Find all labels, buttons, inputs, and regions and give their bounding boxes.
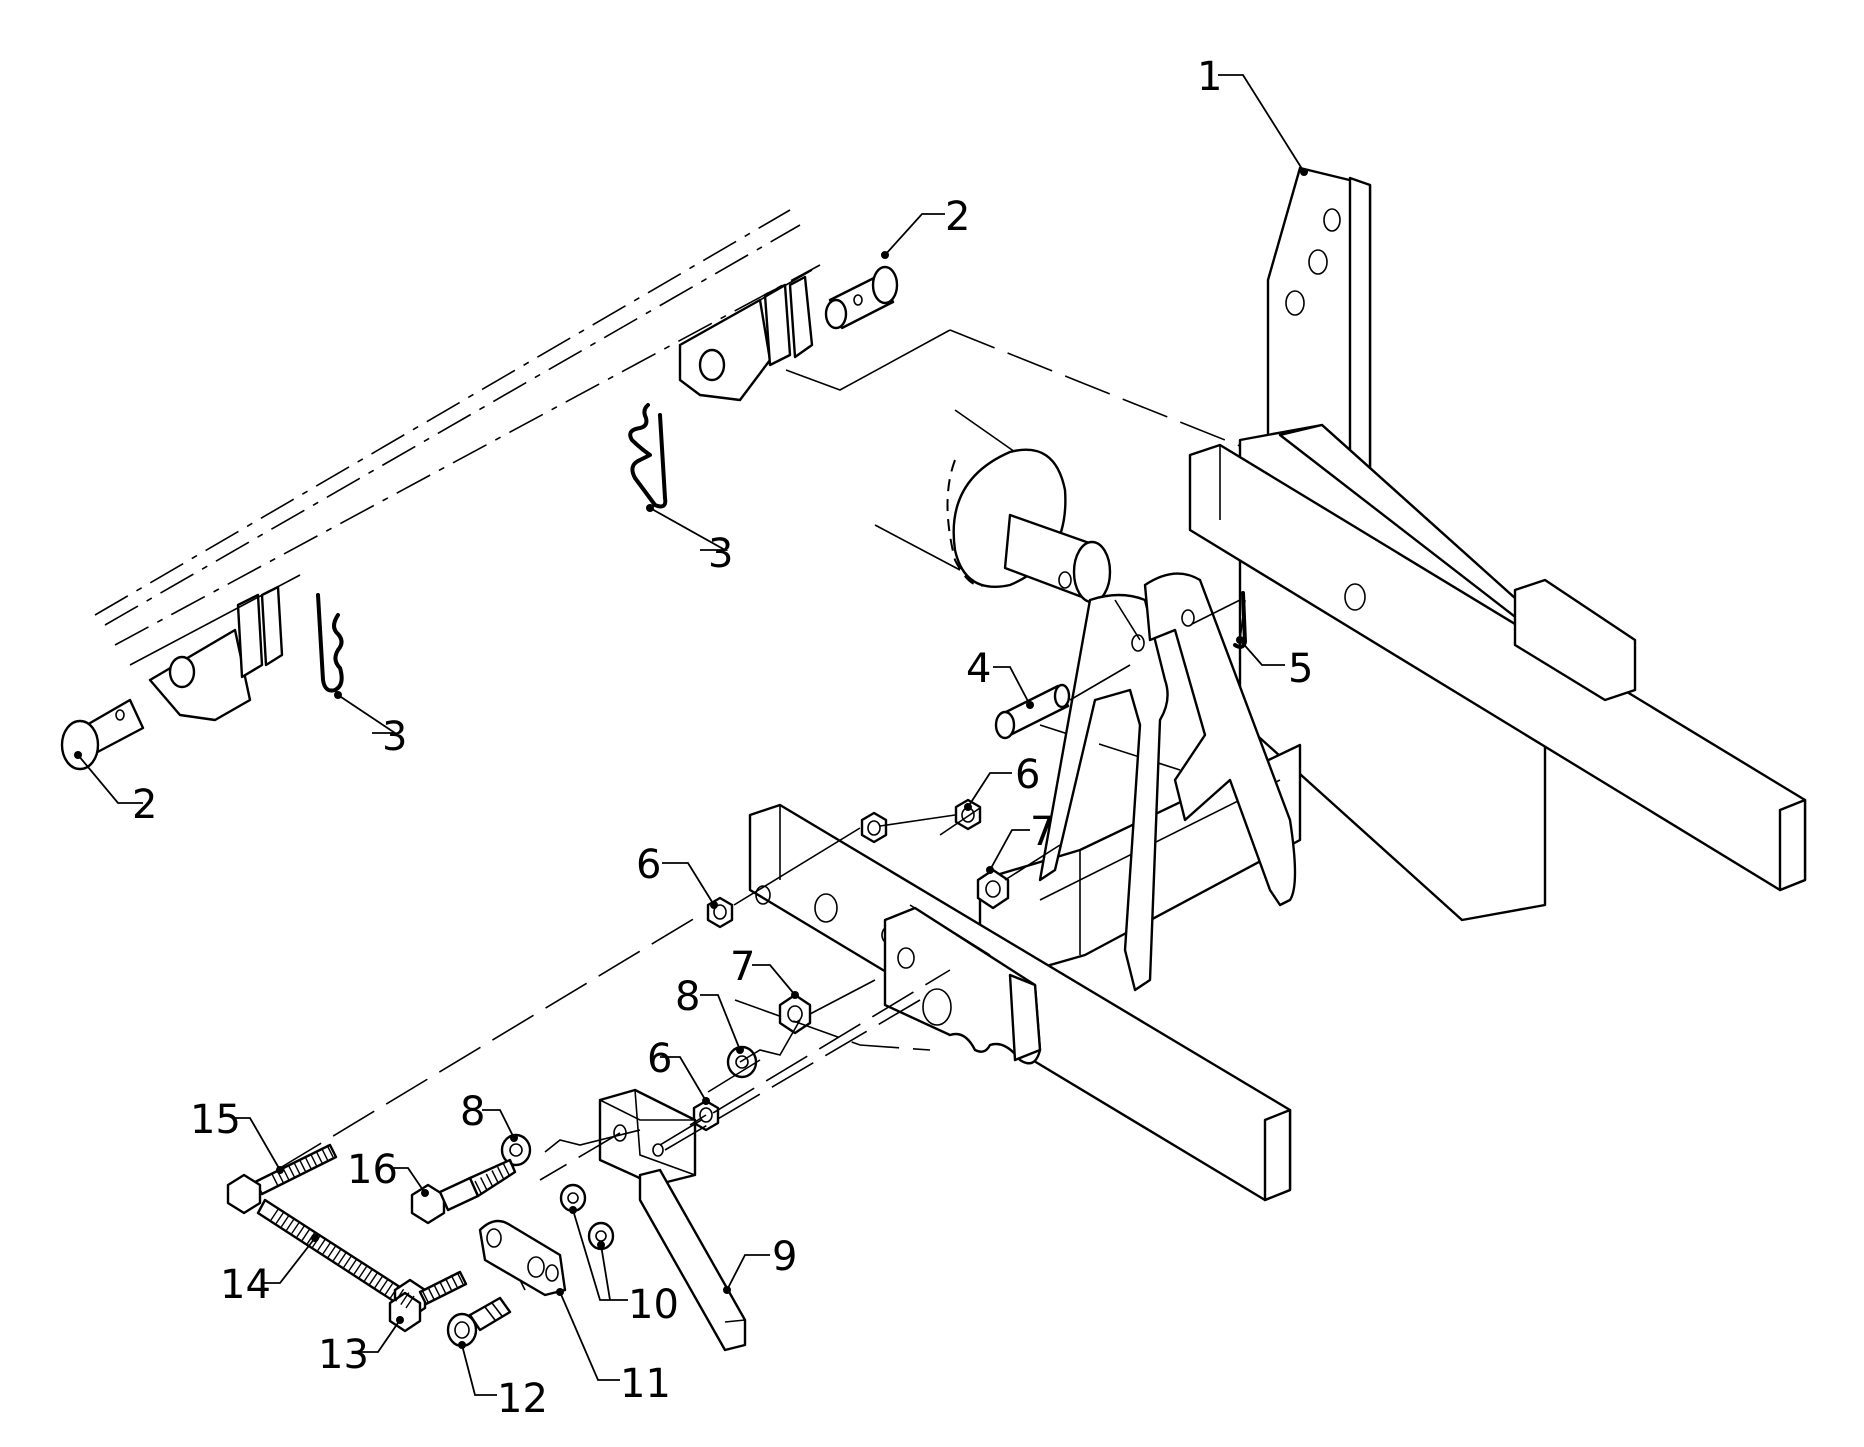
callout-labels: 1 2 2 3 3 4 5 6 6 6 7 7 8 8 9 10 11 12 1… <box>132 54 1313 1422</box>
rear-cross-bar <box>1188 443 1807 892</box>
hair-pin-upper <box>628 403 668 509</box>
thread-line <box>287 1164 296 1178</box>
thread-line <box>450 1274 458 1288</box>
leaders <box>74 74 1308 1396</box>
flange-nut-b <box>860 811 888 844</box>
callout-6-left: 6 <box>636 842 661 888</box>
indicator-bar <box>638 1168 747 1352</box>
hub-disk <box>874 409 1112 604</box>
thread-line <box>474 1180 482 1194</box>
thread-line <box>317 1238 327 1251</box>
thread-line <box>293 1162 301 1175</box>
callout-7-lower: 7 <box>730 944 755 990</box>
thread-line <box>374 1275 384 1289</box>
thread-line <box>456 1271 464 1285</box>
thread-line <box>444 1277 452 1291</box>
clevis-arm-left <box>1038 593 1169 992</box>
cotter-pin <box>1233 591 1247 649</box>
thread-line <box>384 1282 394 1295</box>
thread-line <box>291 1221 301 1234</box>
clevis-pin-upper <box>824 265 899 330</box>
callout-9: 9 <box>772 1234 797 1280</box>
thread-line <box>282 1167 290 1181</box>
toolbar-centerlines <box>94 209 821 646</box>
lower-clevis-bracket <box>129 574 301 722</box>
thread-line <box>427 1286 435 1300</box>
thread-line <box>320 1147 329 1161</box>
callout-11: 11 <box>620 1361 671 1407</box>
thread-hatching <box>270 1144 516 1309</box>
thread-line <box>358 1265 368 1278</box>
mounting-bracket <box>883 904 1042 1065</box>
thread-line <box>275 1210 285 1224</box>
thread-line <box>369 1271 379 1285</box>
hair-pin-lower <box>316 593 344 693</box>
callout-7-upper: 7 <box>1030 809 1055 855</box>
thread-line <box>395 1288 405 1302</box>
thread-line <box>296 1224 306 1238</box>
callout-15: 15 <box>190 1097 241 1143</box>
flange-nut-c <box>954 798 982 831</box>
clevis-arm-right <box>1143 572 1297 907</box>
thread-line <box>271 1173 279 1187</box>
thread-line <box>332 1248 342 1262</box>
callout-12: 12 <box>497 1376 548 1422</box>
thread-line <box>508 1159 516 1173</box>
callout-8-upper: 8 <box>675 974 700 1020</box>
thread-line <box>298 1159 307 1172</box>
callout-8-lower: 8 <box>460 1089 485 1135</box>
thread-line <box>309 1153 318 1167</box>
spacer-block <box>598 1088 697 1187</box>
upper-clevis-bracket <box>678 269 814 402</box>
callout-6-upper: 6 <box>1015 752 1040 798</box>
thread-line <box>389 1285 400 1299</box>
thread-line <box>304 1156 312 1169</box>
thread-line <box>337 1251 348 1265</box>
thread-line <box>322 1241 332 1255</box>
washer-c <box>559 1183 587 1213</box>
callout-2-lower: 2 <box>132 782 157 828</box>
thread-line <box>379 1278 389 1292</box>
clevis-pin-lower <box>60 698 145 771</box>
thread-line <box>343 1254 353 1268</box>
thread-line <box>405 1295 415 1309</box>
callout-13: 13 <box>318 1332 369 1378</box>
clevis-pin-small <box>994 683 1071 740</box>
callout-3-lower: 3 <box>382 714 407 760</box>
adjuster-plate <box>478 1219 567 1297</box>
callout-3-upper: 3 <box>708 531 733 577</box>
hex-nut-a <box>976 868 1010 910</box>
callout-5: 5 <box>1288 646 1313 692</box>
callout-2-upper: 2 <box>945 194 970 240</box>
thread-line <box>301 1227 311 1241</box>
callout-4: 4 <box>966 646 991 692</box>
thread-line <box>280 1214 290 1228</box>
callout-6-lower: 6 <box>647 1036 672 1082</box>
thread-line <box>348 1258 358 1272</box>
thread-line <box>433 1283 441 1297</box>
cap-screw-12 <box>446 1296 512 1348</box>
thread-line <box>400 1292 410 1306</box>
thread-line <box>327 1244 337 1258</box>
callout-1: 1 <box>1197 54 1222 100</box>
thread-line <box>497 1166 505 1180</box>
thread-line <box>285 1217 296 1231</box>
thread-line <box>502 1163 510 1176</box>
thread-line <box>480 1177 488 1190</box>
thread-line <box>270 1207 280 1221</box>
callout-14: 14 <box>220 1262 271 1308</box>
thread-line <box>326 1144 334 1158</box>
thread-line <box>485 1173 493 1187</box>
thread-line <box>353 1261 363 1275</box>
thread-line <box>315 1150 323 1164</box>
thread-line <box>491 1170 499 1183</box>
thread-line <box>438 1280 447 1294</box>
callout-16: 16 <box>347 1147 398 1193</box>
callout-10: 10 <box>628 1282 679 1328</box>
thread-line <box>421 1289 429 1303</box>
thread-line <box>363 1268 374 1282</box>
